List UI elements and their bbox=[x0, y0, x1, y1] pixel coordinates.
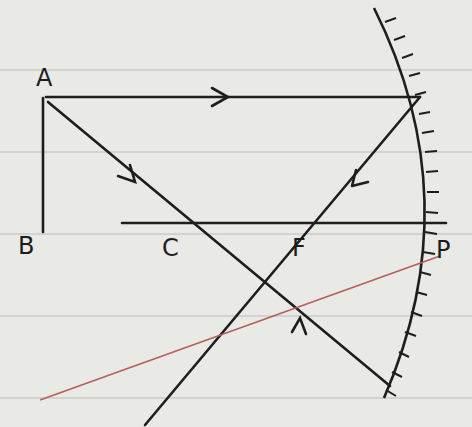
concave-mirror bbox=[374, 8, 439, 398]
focus-label: F bbox=[292, 236, 306, 260]
point-label: B bbox=[18, 234, 34, 258]
red-pen-line bbox=[40, 256, 440, 400]
rays bbox=[43, 88, 446, 425]
centre-label: C bbox=[162, 236, 179, 260]
pole-label: P bbox=[436, 238, 450, 262]
point-label: A bbox=[36, 66, 52, 90]
